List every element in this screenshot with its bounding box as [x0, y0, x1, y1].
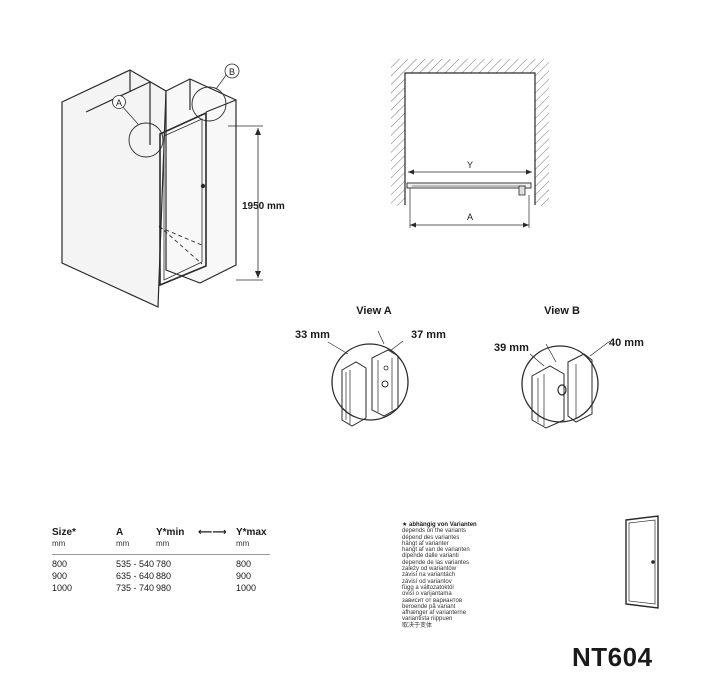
view-b-title: View B	[544, 305, 580, 317]
dimension-y-label: Y	[467, 160, 473, 170]
unit-ymin: mm	[156, 539, 170, 548]
marker-b-badge	[224, 63, 240, 79]
enclosure-3d-drawing: A B 1950 mm Y A	[61, 59, 549, 308]
note-line: 取决于变体	[402, 622, 433, 629]
door-handle	[200, 183, 206, 189]
view-b-dim-left: 39 mm	[494, 342, 529, 354]
marker-b-label: B	[229, 67, 235, 77]
plan-view	[391, 59, 549, 228]
detail-circle-b	[191, 86, 227, 122]
model-number: NT604	[572, 642, 653, 672]
header-ymin: Y*min	[156, 527, 185, 538]
cell: 800	[236, 559, 252, 569]
note-line: závisí na variantách	[402, 572, 456, 579]
view-a-dim-right: 37 mm	[411, 329, 446, 341]
header-a: A	[116, 527, 124, 538]
view-a-title: View A	[356, 305, 392, 317]
cell: 635 - 640	[116, 571, 155, 581]
note-line: depende de las variantes	[402, 559, 470, 566]
table-row: 800 535 - 540 780 800	[52, 559, 270, 571]
cell: 735 - 740	[116, 583, 155, 593]
note-line: dépend des variantes	[402, 534, 460, 541]
cell: 1000	[236, 583, 257, 593]
note-line: ★ abhängig von Varianten	[402, 522, 477, 528]
cell: 535 - 540	[116, 559, 155, 569]
view-b-dim-right: 40 mm	[609, 337, 644, 349]
left-wall	[61, 69, 167, 308]
table-row: 900 635 - 640 880 900	[52, 571, 270, 583]
note-line: dipende dalle varianti	[402, 553, 459, 560]
view-a-detail: View A 33 mm 37 mm	[295, 305, 446, 427]
note-line: ovisi o varijantama	[402, 591, 452, 598]
note-line: depends on the variants	[402, 528, 467, 535]
note-line: závisí od variantov	[402, 578, 452, 585]
view-b-detail: View B 39 mm 40 mm	[494, 305, 644, 429]
note-line: függ a változatoktól	[402, 584, 454, 591]
view-a-dim-left: 33 mm	[295, 329, 330, 341]
table-header-row: Size* A Y*min ⟵⟶ Y*max	[52, 527, 270, 539]
detail-circle-a	[128, 122, 164, 158]
note-line: afhænger af varianterne	[402, 610, 467, 617]
variants-note: ★ abhängig von Varianten depends on the …	[402, 522, 522, 629]
note-line: hangt af van de varianten	[402, 547, 470, 554]
table-units-row: mm mm mm mm	[52, 539, 270, 551]
view-b-circle	[521, 345, 599, 423]
cell: 980	[156, 583, 172, 593]
cell: 1000	[52, 583, 73, 593]
cell: 900	[52, 571, 68, 581]
note-line: зависит от вариантов	[402, 597, 463, 604]
cell: 800	[52, 559, 68, 569]
cell: 900	[236, 571, 252, 581]
view-a-circle	[331, 343, 409, 421]
note-line: zależy od wariantów	[402, 566, 457, 573]
header-ymax: Y*max	[236, 527, 267, 538]
table-divider	[52, 554, 270, 555]
note-line: beroende på variant	[402, 603, 456, 610]
note-line: variantista riippuen	[402, 616, 453, 623]
height-dimension-label: 1950 mm	[242, 201, 285, 212]
cell: 780	[156, 559, 172, 569]
size-table: Size* A Y*min ⟵⟶ Y*max mm mm mm mm 800 5…	[52, 527, 270, 595]
cell: 880	[156, 571, 172, 581]
unit-size: mm	[52, 539, 66, 548]
marker-a-label: A	[116, 98, 122, 108]
dimension-a-label: A	[467, 212, 473, 222]
door-panel	[159, 111, 207, 287]
header-size: Size*	[52, 527, 76, 538]
unit-ymax: mm	[236, 539, 250, 548]
table-row: 1000 735 - 740 980 1000	[52, 583, 270, 595]
note-line: hängt af varianter	[402, 540, 449, 547]
marker-a-badge	[112, 95, 126, 109]
unit-a: mm	[116, 539, 130, 548]
plan-door-profile	[406, 182, 532, 189]
range-arrow: ⟵⟶	[198, 527, 227, 538]
door-thumbnail	[625, 515, 659, 609]
